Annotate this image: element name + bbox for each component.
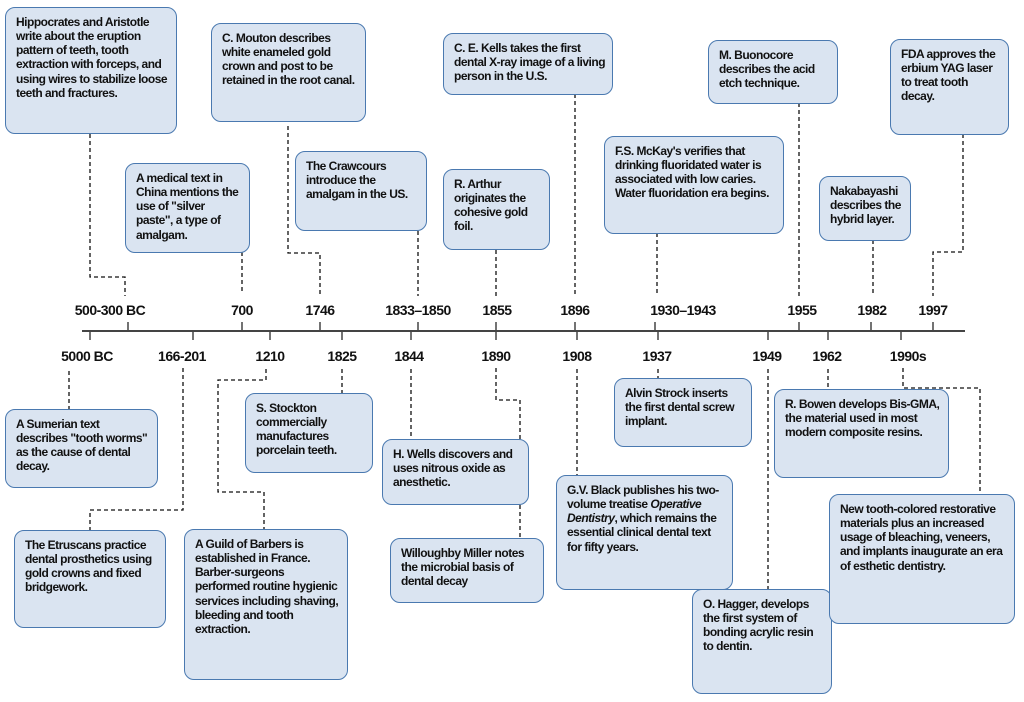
event-box-nakabayashi: Nakabayashi describes the hybrid layer. [819, 176, 911, 241]
year-label: 166-201 [158, 348, 206, 364]
event-box-mouton: C. Mouton describes white enameled gold … [211, 23, 366, 122]
event-text: H. Wells discovers and uses nitrous oxid… [393, 447, 513, 490]
year-label: 1844 [394, 348, 424, 364]
year-label: 1825 [327, 348, 357, 364]
event-text: New tooth-colored restorative materials … [840, 502, 1003, 573]
event-box-sumerian: A Sumerian text describes "tooth worms" … [5, 409, 158, 488]
year-label: 1930–1943 [650, 302, 716, 318]
year-label: 1937 [642, 348, 672, 364]
event-box-crawcours: The Crawcours introduce the amalgam in t… [295, 151, 427, 231]
year-label: 1962 [812, 348, 842, 364]
event-text: F.S. McKay's verifies that drinking fluo… [615, 144, 769, 201]
event-text: R. Bowen develops Bis-GMA, the material … [785, 397, 940, 440]
event-box-mckay: F.S. McKay's verifies that drinking fluo… [604, 136, 784, 234]
year-label: 1949 [752, 348, 782, 364]
event-box-tooth-colored-era: New tooth-colored restorative materials … [829, 494, 1015, 624]
year-label: 1890 [481, 348, 511, 364]
event-text: Alvin Strock inserts the first dental sc… [625, 386, 735, 429]
event-text: Willoughby Miller notes the microbial ba… [401, 546, 525, 589]
year-label: 700 [231, 302, 253, 318]
year-label: 500-300 BC [74, 302, 146, 318]
event-text: R. Arthur originates the cohesive gold f… [454, 177, 528, 234]
event-box-miller: Willoughby Miller notes the microbial ba… [390, 538, 544, 603]
event-box-gv-black: G.V. Black publishes his two-volume trea… [556, 475, 733, 590]
event-text: , which remains the essential clinical d… [567, 511, 717, 554]
event-box-stockton: S. Stockton commercially manufactures po… [245, 393, 373, 473]
event-text: A Sumerian text describes "tooth worms" … [16, 417, 148, 474]
event-box-buonocore: M. Buonocore describes the acid etch tec… [708, 40, 838, 104]
event-text: Hippocrates and Aristotle write about th… [16, 15, 168, 100]
event-box-guild-of-barbers: A Guild of Barbers is established in Fra… [184, 529, 348, 680]
event-box-hagger: O. Hagger, develops the first system of … [692, 589, 832, 694]
year-label: 1855 [482, 302, 512, 318]
event-text: G.V. Black publishes his two-volume trea… [567, 483, 719, 512]
event-text: A medical text in China mentions the use… [136, 171, 239, 242]
event-text: C. E. Kells takes the first dental X-ray… [454, 41, 606, 84]
book-title: Operative Dentistry [567, 497, 702, 526]
year-label: 1990s [889, 348, 927, 364]
year-label: 1982 [857, 302, 887, 318]
event-text: O. Hagger, develops the first system of … [703, 597, 814, 654]
event-box-wells: H. Wells discovers and uses nitrous oxid… [382, 439, 529, 505]
event-text: The Etruscans practice dental prosthetic… [25, 538, 152, 595]
event-text: A Guild of Barbers is established in Fra… [195, 537, 339, 636]
event-box-etruscans: The Etruscans practice dental prosthetic… [14, 530, 166, 628]
year-label: 5000 BC [61, 348, 113, 364]
year-label: 1997 [918, 302, 948, 318]
year-label: 1210 [255, 348, 285, 364]
event-box-fda-erbium: FDA approves the erbium YAG laser to tre… [890, 39, 1009, 135]
year-label: 1908 [562, 348, 592, 364]
event-text: M. Buonocore describes the acid etch tec… [719, 48, 815, 91]
event-text: The Crawcours introduce the amalgam in t… [306, 159, 408, 202]
event-box-china-silver-paste: A medical text in China mentions the use… [125, 163, 250, 253]
event-text: FDA approves the erbium YAG laser to tre… [901, 47, 996, 104]
event-text: S. Stockton commercially manufactures po… [256, 401, 337, 458]
event-box-hippocrates: Hippocrates and Aristotle write about th… [5, 7, 177, 134]
event-box-strock: Alvin Strock inserts the first dental sc… [614, 378, 752, 447]
event-box-kells: C. E. Kells takes the first dental X-ray… [443, 33, 613, 95]
event-text: Nakabayashi describes the hybrid layer. [830, 184, 901, 227]
year-label: 1955 [787, 302, 817, 318]
event-text: C. Mouton describes white enameled gold … [222, 31, 355, 88]
year-label: 1746 [305, 302, 335, 318]
year-label: 1896 [560, 302, 590, 318]
year-label: 1833–1850 [385, 302, 451, 318]
event-box-arthur: R. Arthur originates the cohesive gold f… [443, 169, 550, 250]
event-box-bowen: R. Bowen develops Bis-GMA, the material … [774, 389, 949, 478]
